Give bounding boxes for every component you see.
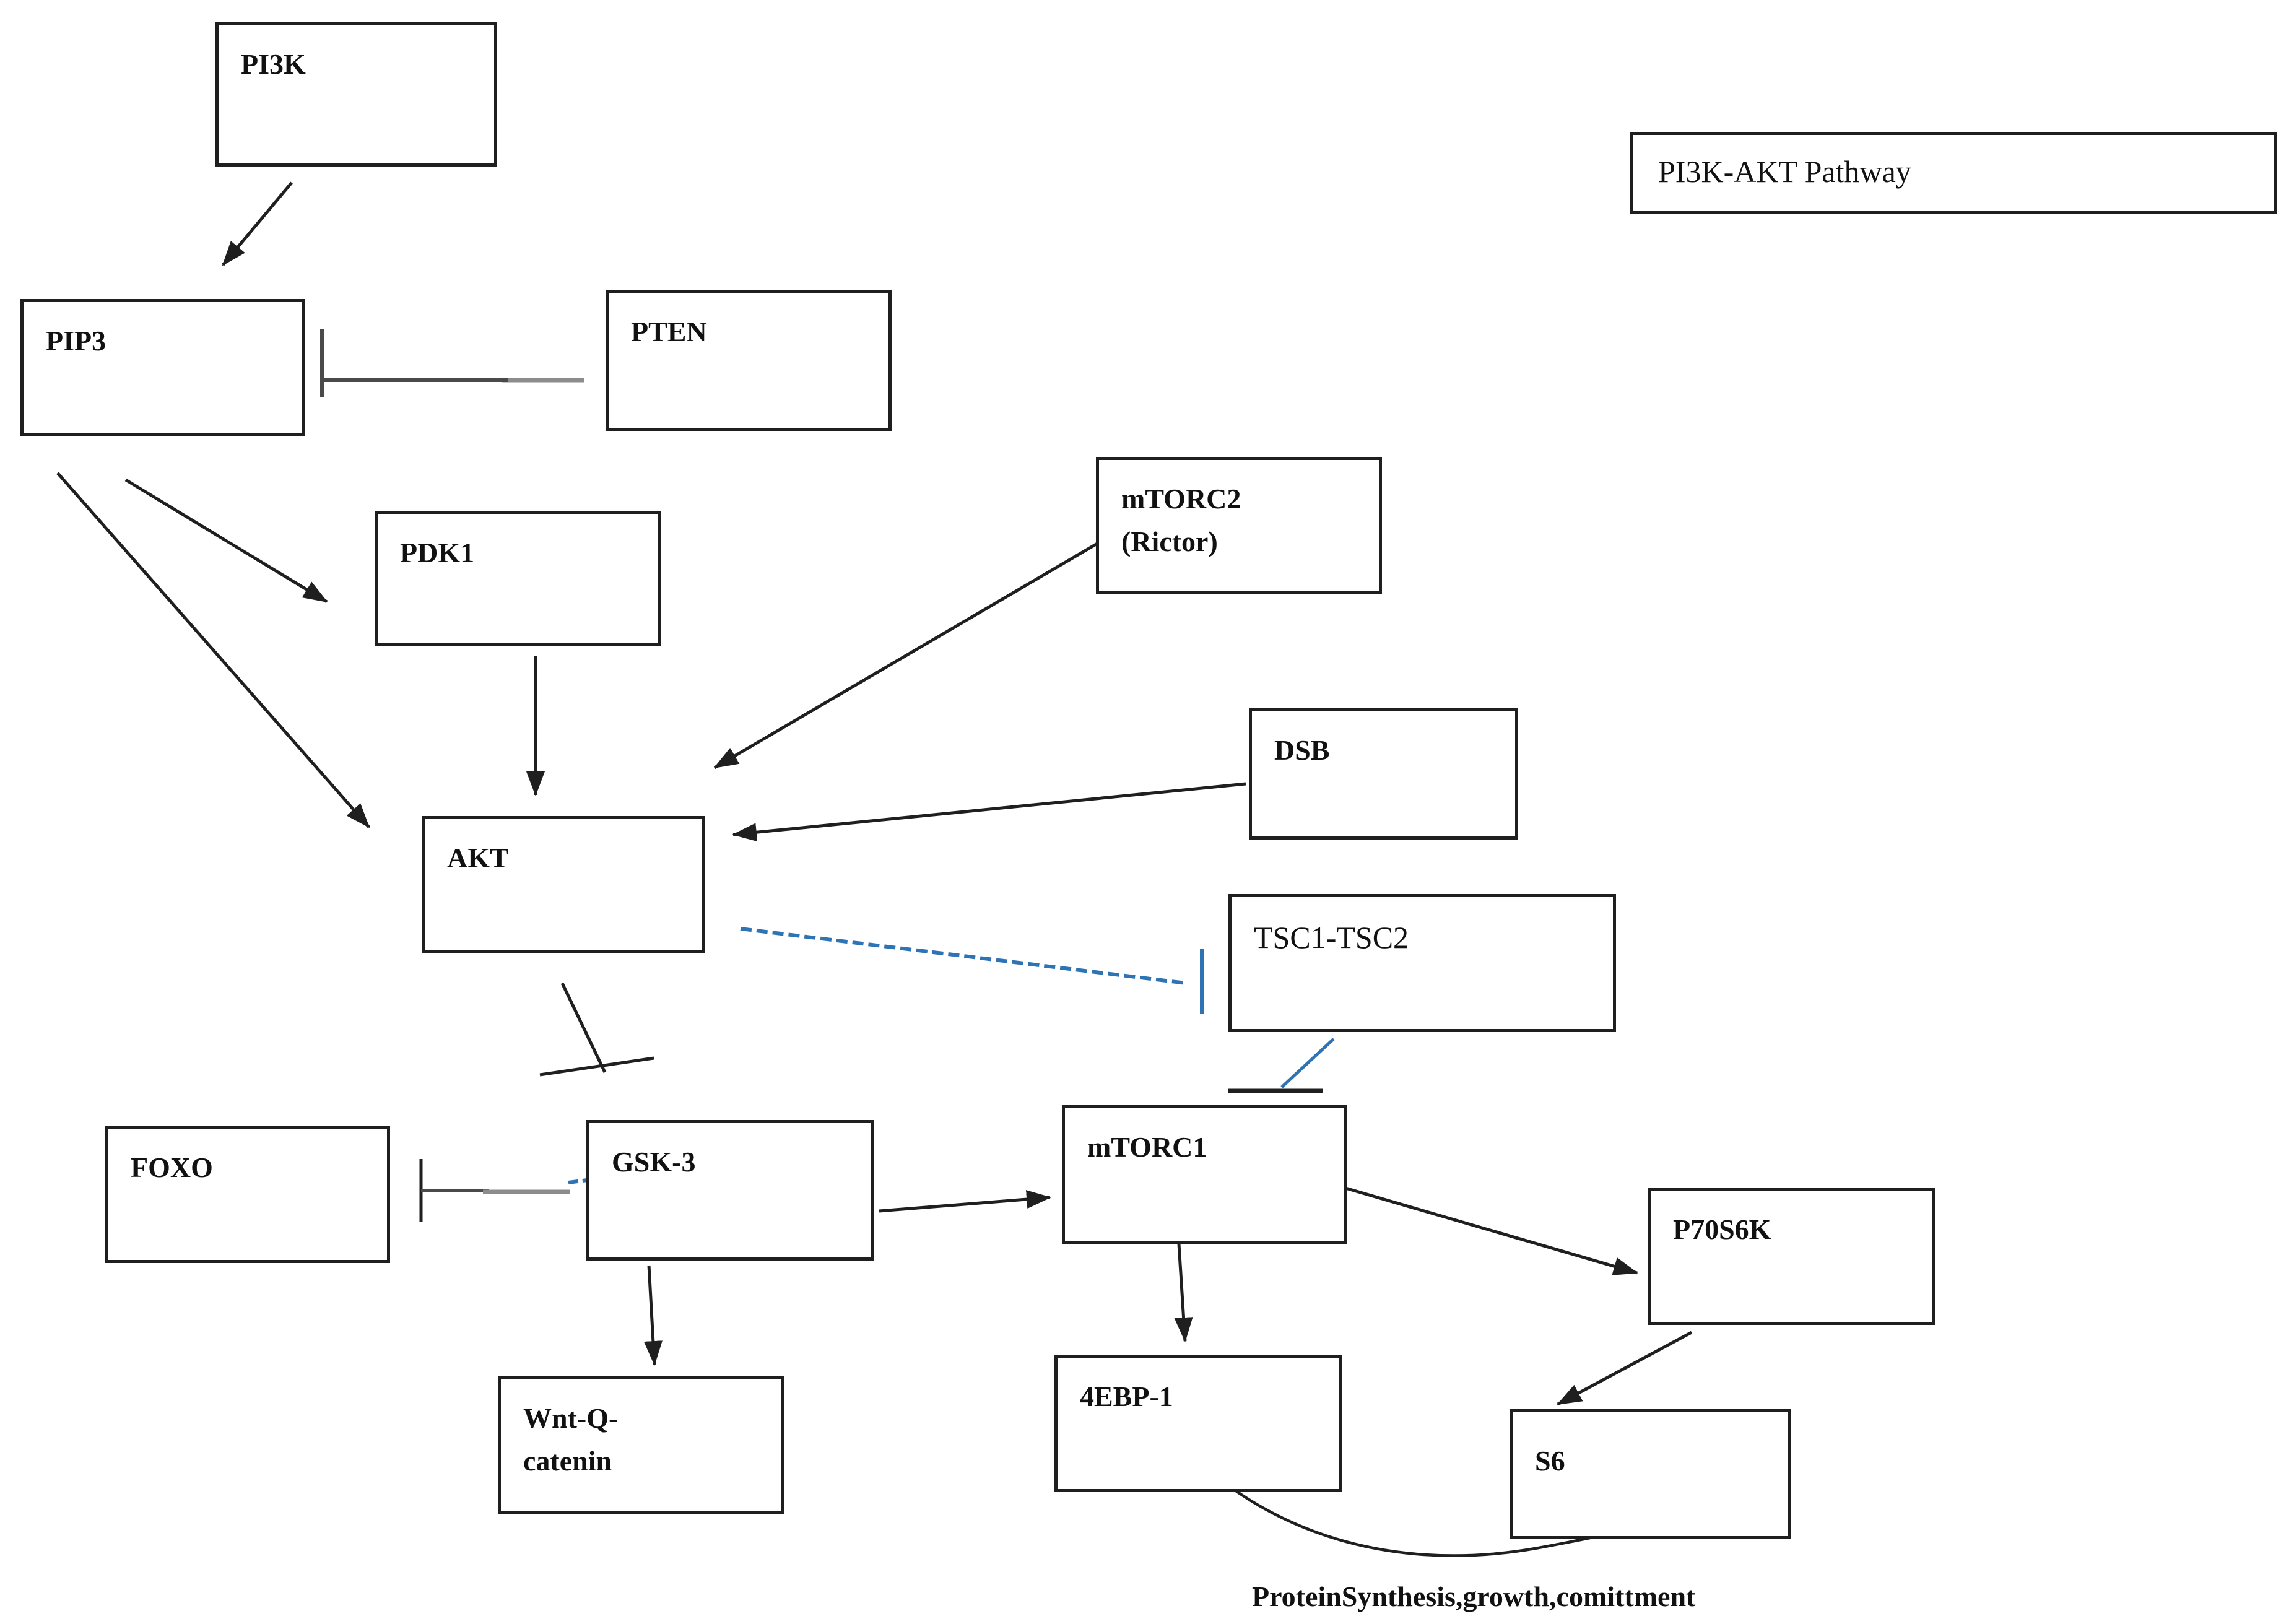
diagram-title: PI3K-AKT Pathway bbox=[1658, 154, 1911, 189]
edge-pip3-akt-arrow bbox=[56, 472, 370, 828]
node-pten-label: PTEN bbox=[631, 316, 707, 347]
node-p70s6k-label: P70S6K bbox=[1673, 1214, 1771, 1245]
node-dsb-label: DSB bbox=[1274, 734, 1330, 766]
node-s6: S6 bbox=[1510, 1409, 1791, 1539]
node-pi3k: PI3K bbox=[215, 22, 497, 167]
node-tsc1-tsc2-label: TSC1-TSC2 bbox=[1254, 920, 1409, 955]
node-4ebp1: 4EBP-1 bbox=[1054, 1355, 1342, 1492]
edge-pi3k-pip3-arrow bbox=[222, 181, 293, 266]
node-foxo-label: FOXO bbox=[131, 1152, 213, 1183]
node-gsk3-label: GSK-3 bbox=[612, 1146, 696, 1178]
node-pip3-label: PIP3 bbox=[46, 325, 106, 357]
node-mtorc2-label: mTORC2(Rictor) bbox=[1121, 483, 1241, 557]
node-mtorc1: mTORC1 bbox=[1062, 1105, 1347, 1244]
node-pdk1-label: PDK1 bbox=[400, 537, 475, 568]
node-mtorc2: mTORC2(Rictor) bbox=[1096, 457, 1382, 594]
edge-akt-gsk3-inhibition bbox=[539, 982, 654, 1077]
edge-p70s6k-s6-arrow bbox=[1557, 1331, 1693, 1406]
edge-mtorc2-akt-arrow bbox=[713, 542, 1098, 770]
edge-akt-tsc-inhibition bbox=[740, 927, 1204, 1014]
edge-mtorc1-4ebp1-arrow bbox=[1174, 1234, 1193, 1342]
edge-gsk3-foxo-inhibition bbox=[419, 1159, 570, 1222]
edge-pten-pip3-inhibition bbox=[320, 329, 584, 397]
edge-dsb-akt-arrow bbox=[732, 782, 1246, 842]
node-pi3k-label: PI3K bbox=[241, 48, 306, 80]
bottom-caption: ProteinSynthesis,growth,comittment bbox=[1252, 1581, 1696, 1612]
edge-gsk3-wnt-arrow bbox=[643, 1265, 663, 1366]
node-dsb: DSB bbox=[1249, 708, 1518, 840]
title-box: PI3K-AKT Pathway bbox=[1630, 132, 2277, 214]
node-pdk1: PDK1 bbox=[375, 511, 661, 646]
node-akt-label: AKT bbox=[447, 842, 509, 874]
node-pip3: PIP3 bbox=[20, 299, 305, 436]
edge-pip3-pdk1-arrow bbox=[124, 478, 328, 604]
node-mtorc1-label: mTORC1 bbox=[1087, 1131, 1207, 1163]
node-akt: AKT bbox=[422, 816, 705, 953]
edge-gsk3-mtorc1-arrow bbox=[879, 1190, 1051, 1213]
node-foxo: FOXO bbox=[105, 1126, 390, 1263]
node-tsc1-tsc2: TSC1-TSC2 bbox=[1228, 894, 1616, 1032]
node-s6-label: S6 bbox=[1535, 1445, 1565, 1477]
edge-mtorc1-p70s6k-arrow bbox=[1339, 1184, 1638, 1275]
node-gsk3: GSK-3 bbox=[586, 1120, 874, 1261]
node-wnt-q-catenin-label: Wnt-Q-catenin bbox=[523, 1402, 619, 1477]
node-4ebp1-label: 4EBP-1 bbox=[1080, 1381, 1173, 1412]
node-pten: PTEN bbox=[606, 290, 892, 431]
node-p70s6k: P70S6K bbox=[1648, 1188, 1935, 1325]
edge-tsc-mtorc1-inhibition bbox=[1228, 1038, 1335, 1093]
node-wnt-q-catenin: Wnt-Q-catenin bbox=[498, 1376, 784, 1514]
